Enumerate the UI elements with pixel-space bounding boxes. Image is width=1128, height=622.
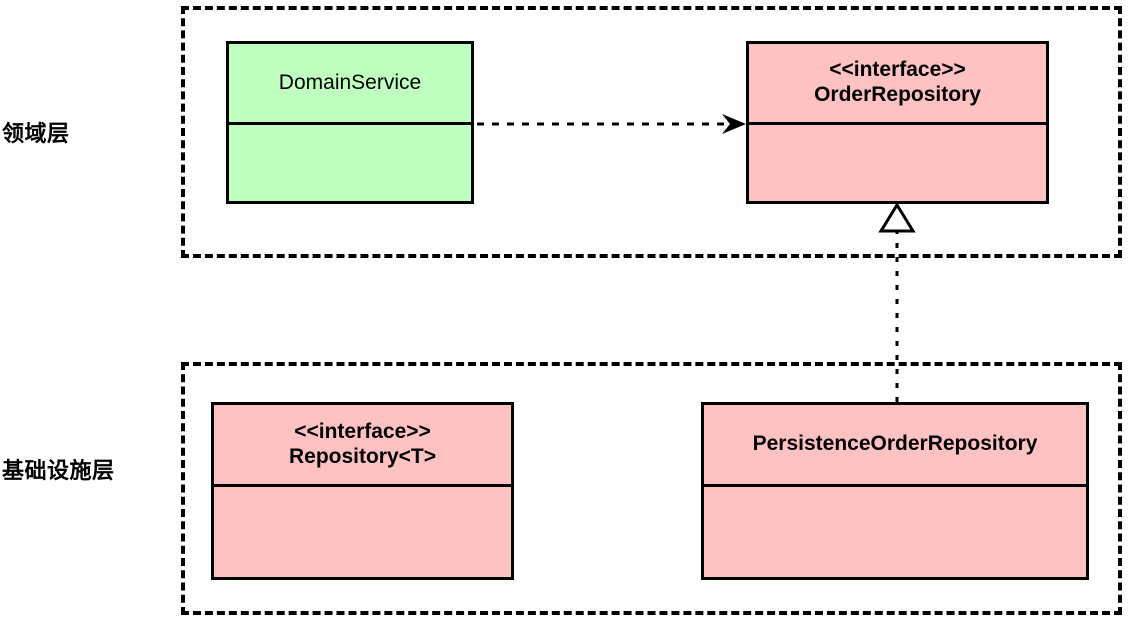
layer-container-domain <box>181 6 1122 258</box>
class-stereotype-label: <<interface>> <box>829 58 966 82</box>
layer-label-domain: 领域层 <box>2 121 70 146</box>
class-box-repository-t[interactable]: <<interface>> Repository<T> <box>211 402 514 580</box>
class-members-compartment <box>214 487 511 577</box>
class-name-label: PersistenceOrderRepository <box>752 432 1038 456</box>
class-title-compartment: <<interface>> OrderRepository <box>749 44 1046 125</box>
class-members-compartment <box>704 487 1086 577</box>
layer-container-infrastructure <box>181 362 1122 615</box>
class-name-label: DomainService <box>278 70 422 94</box>
class-box-order-repository[interactable]: <<interface>> OrderRepository <box>746 41 1049 204</box>
class-name-label: OrderRepository <box>814 83 981 106</box>
class-box-persistence-order-repository[interactable]: PersistenceOrderRepository <box>701 402 1089 580</box>
class-title-compartment: PersistenceOrderRepository <box>704 405 1086 487</box>
layer-label-infrastructure: 基础设施层 <box>2 458 115 483</box>
class-box-domain-service[interactable]: DomainService <box>226 41 474 204</box>
class-stereotype-label: <<interface>> <box>294 419 431 443</box>
class-members-compartment <box>229 125 471 201</box>
class-members-compartment <box>749 125 1046 201</box>
class-name-label: Repository<T> <box>288 444 437 468</box>
class-title-compartment: <<interface>> Repository<T> <box>214 405 511 487</box>
class-title-compartment: DomainService <box>229 44 471 125</box>
